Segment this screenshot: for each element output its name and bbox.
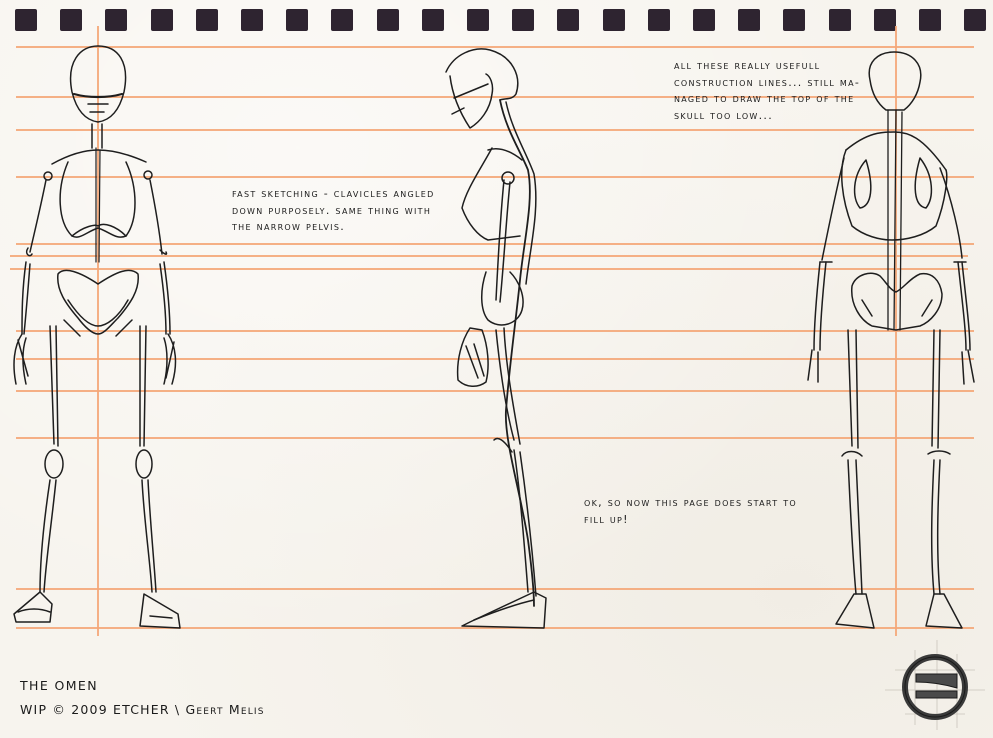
binding-hole	[105, 9, 128, 31]
etcher-logo-icon	[885, 640, 985, 730]
horizontal-guide-line	[16, 330, 974, 332]
binding-hole	[919, 9, 941, 31]
horizontal-guide-line	[16, 390, 974, 392]
horizontal-guide-line	[16, 129, 974, 131]
drawing-title: THE OMEN	[20, 678, 98, 693]
binding-holes	[0, 0, 993, 40]
binding-hole	[557, 9, 580, 31]
binding-hole	[828, 9, 851, 31]
binding-hole	[376, 9, 399, 31]
binding-hole	[150, 9, 173, 31]
binding-hole	[602, 9, 625, 31]
binding-hole	[873, 9, 896, 31]
note-clavicles: Fast sketching - clavicles angled down p…	[232, 187, 435, 233]
binding-hole	[693, 9, 715, 31]
horizontal-guide-line	[16, 243, 974, 245]
horizontal-guide-line	[16, 96, 974, 98]
binding-hole	[241, 9, 263, 31]
vertical-guide-line	[895, 26, 897, 636]
copyright-credit: WIP © 2009 ETCHER \ Geert Melis	[20, 702, 265, 717]
horizontal-guide-line	[10, 255, 968, 257]
binding-hole	[647, 9, 670, 31]
binding-hole	[783, 9, 806, 31]
binding-hole	[964, 9, 987, 31]
horizontal-guide-line	[16, 588, 974, 590]
horizontal-guide-line	[16, 46, 974, 48]
binding-hole	[738, 9, 761, 31]
credit-author: Geert Melis	[185, 702, 265, 717]
horizontal-guide-line	[16, 176, 974, 178]
binding-hole	[195, 9, 218, 31]
binding-hole	[15, 9, 37, 31]
horizontal-guide-line	[16, 437, 974, 439]
credit-prefix: WIP © 2009 ETCHER \	[20, 702, 186, 717]
binding-hole	[60, 9, 83, 31]
note-construction-lines: All these really usefull construction li…	[674, 59, 861, 122]
binding-hole	[512, 9, 535, 31]
binding-hole	[421, 9, 444, 31]
binding-hole	[286, 9, 309, 31]
binding-hole	[467, 9, 489, 31]
horizontal-guide-line	[16, 358, 974, 360]
horizontal-guide-line	[16, 627, 974, 629]
vertical-guide-line	[97, 26, 99, 636]
binding-hole	[331, 9, 354, 31]
note-page-filling: Ok, so now this page does start to fill …	[584, 496, 797, 526]
horizontal-guide-line	[10, 268, 968, 270]
